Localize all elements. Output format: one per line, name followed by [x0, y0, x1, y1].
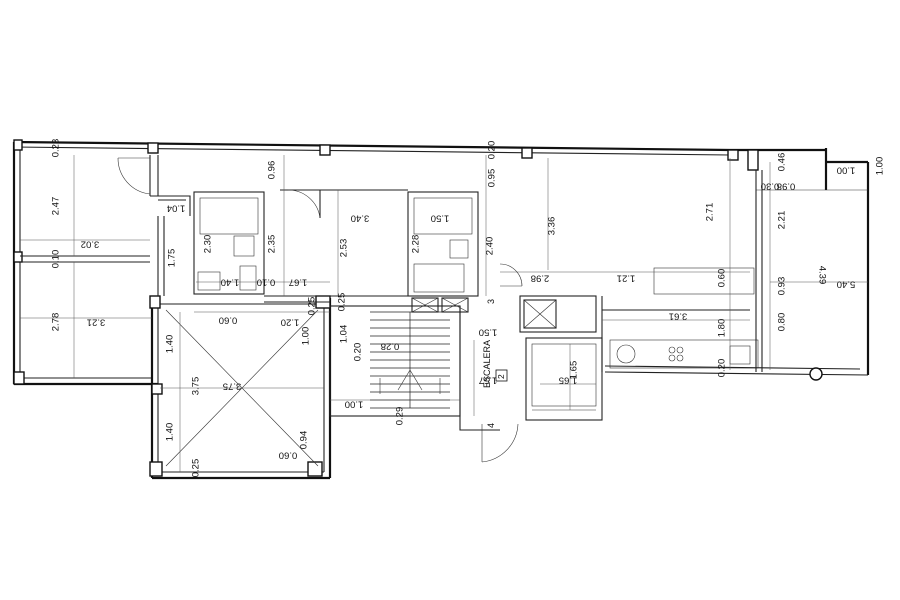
dimension-label-d221: 2.21 — [777, 211, 788, 230]
dimension-label-d540: 5.40 — [837, 278, 856, 289]
dimension-label-d167: 1.67 — [289, 276, 308, 287]
dimension-label-d439: 4.39 — [816, 266, 827, 285]
dimension-label-d094: 0.94 — [299, 431, 310, 450]
dimension-label-d278: 2.78 — [51, 313, 62, 332]
dimension-label-d298: 2.98 — [531, 272, 550, 283]
dimension-label-d120: 1.20 — [281, 316, 300, 327]
dimension-label-d025a: 0.25 — [307, 297, 318, 316]
dimension-label-d093: 0.93 — [777, 277, 788, 296]
dimension-labels: 0.23 2.47 3.02 0.10 2.78 3.21 1.04 1.75 0.96 2.30… — [51, 139, 886, 478]
dimension-label-d253: 2.53 — [339, 239, 350, 258]
dimension-label-d029: 0.29 — [395, 407, 406, 426]
dimension-lines — [20, 155, 868, 472]
dimension-label-d150a: 1.50 — [431, 212, 450, 223]
stair-label: ESCALERA — [482, 340, 492, 388]
dimension-label-d340: 3.40 — [351, 212, 370, 223]
dimension-label-d230: 2.30 — [203, 235, 214, 254]
dimension-label-d023a: 0.23 — [51, 139, 62, 158]
dimension-label-d010: 0.10 — [51, 250, 62, 269]
dimension-label-d020b: 0.20 — [717, 359, 728, 378]
dimension-label-d375a: 3.75 — [191, 377, 202, 396]
dimension-label-d080: 0.80 — [777, 313, 788, 332]
dimension-label-d140a: 1.40 — [221, 276, 240, 287]
dimension-label-d235: 2.35 — [267, 235, 278, 254]
stair-number: 2 — [496, 374, 506, 379]
dimension-label-d228: 2.28 — [411, 235, 422, 254]
dimension-label-d025b: 0.25 — [337, 293, 348, 312]
dimension-label-d095: 0.95 — [487, 169, 498, 188]
dimension-label-d121: 1.21 — [617, 272, 636, 283]
dimension-label-d140b: 1.40 — [165, 335, 176, 354]
dimension-label-d020c: 0.20 — [353, 343, 364, 362]
dimension-label-d025c: 0.25 — [191, 459, 202, 478]
dimension-label-d165a: 1.65 — [559, 374, 578, 385]
dimension-label-d361: 3.61 — [669, 310, 688, 321]
dimension-label-d150b: 1.50 — [479, 326, 498, 337]
dimension-label-d030: 0.30 — [761, 180, 780, 191]
dimension-label-d100b: 1.00 — [875, 157, 886, 176]
dimension-label-d247: 2.47 — [51, 197, 62, 216]
dimension-label-d100d: 1.00 — [345, 398, 364, 409]
dimension-label-d302: 3.02 — [81, 238, 100, 249]
dimension-label-d046: 0.46 — [777, 153, 788, 172]
dimension-label-d157: 1.57 — [479, 374, 498, 385]
dimension-label-d020a: 0.20 — [487, 141, 498, 160]
stair-number-box — [495, 369, 508, 382]
dimension-label-d060a: 0.60 — [717, 269, 728, 288]
dimension-label-d180: 1.80 — [717, 319, 728, 338]
dimension-label-d104b: 1.04 — [339, 325, 350, 344]
dimension-label-d100c: 1.00 — [301, 327, 312, 346]
dimension-label-d060b: 0.60 — [219, 314, 238, 325]
dimension-label-d321: 3.21 — [87, 316, 106, 327]
room-labels: ESCALERA 2 3 4 — [482, 299, 508, 428]
columns — [13, 139, 759, 477]
dimension-label-d098: 0.98 — [777, 180, 796, 191]
dimension-label-d140c: 1.40 — [165, 423, 176, 442]
dimension-label-d336: 3.36 — [547, 217, 558, 236]
interior-walls — [20, 155, 826, 463]
dimension-label-d060c: 0.60 — [279, 449, 298, 460]
dimension-label-d104a: 1.04 — [167, 202, 186, 213]
stairs — [370, 311, 450, 409]
dimension-label-d096: 0.96 — [267, 161, 278, 180]
stair-mark-4: 4 — [486, 423, 496, 428]
dimension-label-d271: 2.71 — [705, 203, 716, 222]
dimension-label-d028: 0.28 — [381, 340, 400, 351]
dimension-label-d165b: 1.65 — [569, 361, 580, 380]
dimension-label-d240: 2.40 — [485, 237, 496, 256]
dimension-label-d100a: 1.00 — [837, 164, 856, 175]
dimension-label-d175: 1.75 — [167, 249, 178, 268]
dimension-label-d010b: 0.10 — [257, 276, 276, 287]
dimension-label-d375b: 3.75 — [223, 380, 242, 391]
stair-mark-3: 3 — [486, 299, 496, 304]
